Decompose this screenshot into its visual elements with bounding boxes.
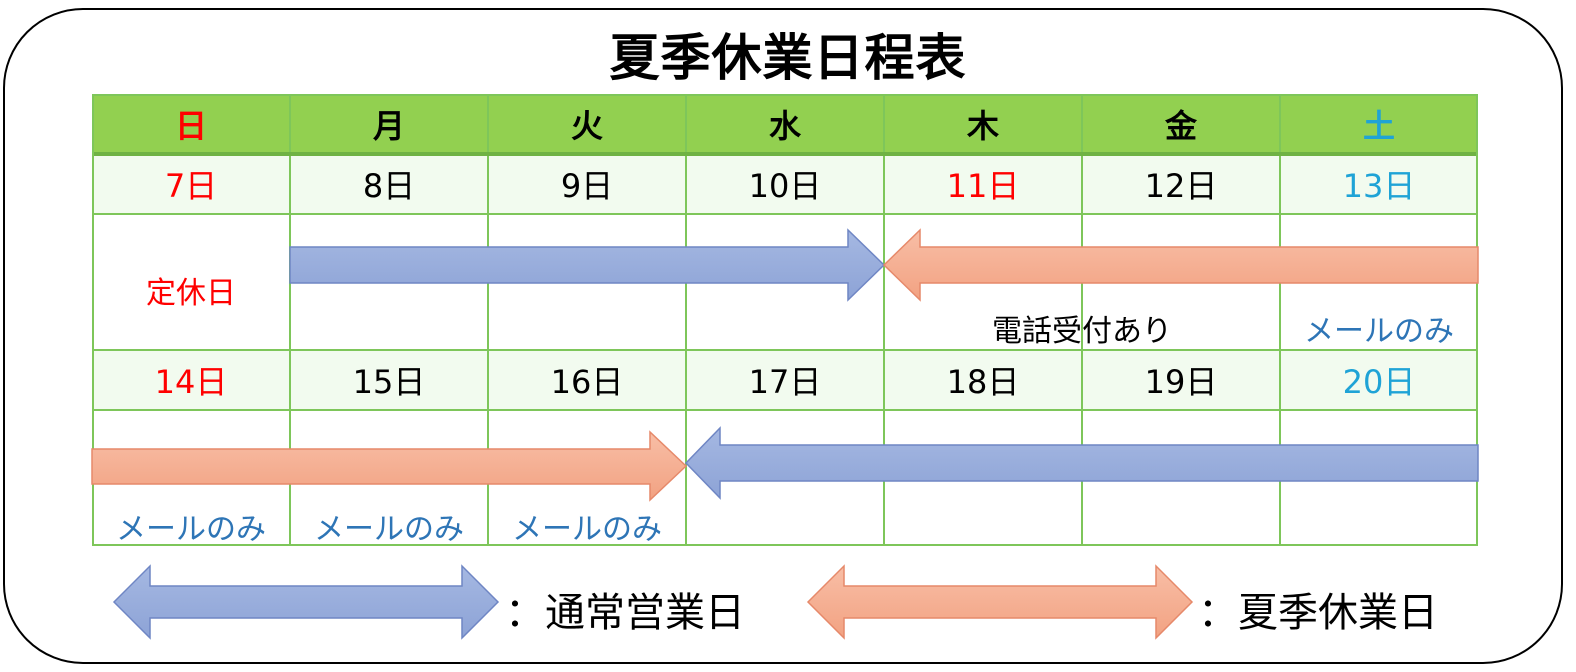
note-mail: メールのみ: [1304, 314, 1454, 349]
date-cell: 9日: [488, 154, 686, 214]
date-cell: 13日: [1280, 154, 1478, 214]
date-cell: 18日: [884, 350, 1082, 410]
date-cell: 11日: [884, 154, 1082, 214]
detail-cell: [92, 214, 290, 350]
date-cell: 7日: [92, 154, 290, 214]
holiday-arrow-week1: [882, 228, 1479, 302]
normal-arrow-week1: [289, 228, 886, 302]
date-cell: 14日: [92, 350, 290, 410]
page-title: 夏季休業日程表: [609, 29, 967, 87]
date-cell: 15日: [290, 350, 488, 410]
holiday-arrow-week2: [91, 430, 688, 502]
date-cell: 19日: [1082, 350, 1280, 410]
date-cell: 10日: [686, 154, 884, 214]
header-divider: [92, 152, 1478, 156]
legend-holiday-label: ：夏季休業日: [1198, 590, 1438, 636]
note-mail: メールのみ: [512, 512, 662, 547]
weekday-fri: 金: [1082, 94, 1280, 154]
legend-normal-arrow: [112, 564, 500, 640]
weekday-mon: 月: [290, 94, 488, 154]
date-cell: 16日: [488, 350, 686, 410]
normal-arrow-week2: [684, 426, 1479, 500]
legend-normal-label: ：通常営業日: [505, 590, 745, 636]
date-cell: 17日: [686, 350, 884, 410]
legend-holiday-arrow: [806, 564, 1194, 640]
weekday-thu: 木: [884, 94, 1082, 154]
note-regular-holiday: 定休日: [146, 276, 236, 311]
date-cell: 12日: [1082, 154, 1280, 214]
weekday-sat: 土: [1280, 94, 1478, 154]
note-mail: メールのみ: [116, 512, 266, 547]
date-cell: 8日: [290, 154, 488, 214]
note-phone: 電話受付あり: [992, 314, 1172, 349]
date-cell: 20日: [1280, 350, 1478, 410]
weekday-tue: 火: [488, 94, 686, 154]
note-mail: メールのみ: [314, 512, 464, 547]
